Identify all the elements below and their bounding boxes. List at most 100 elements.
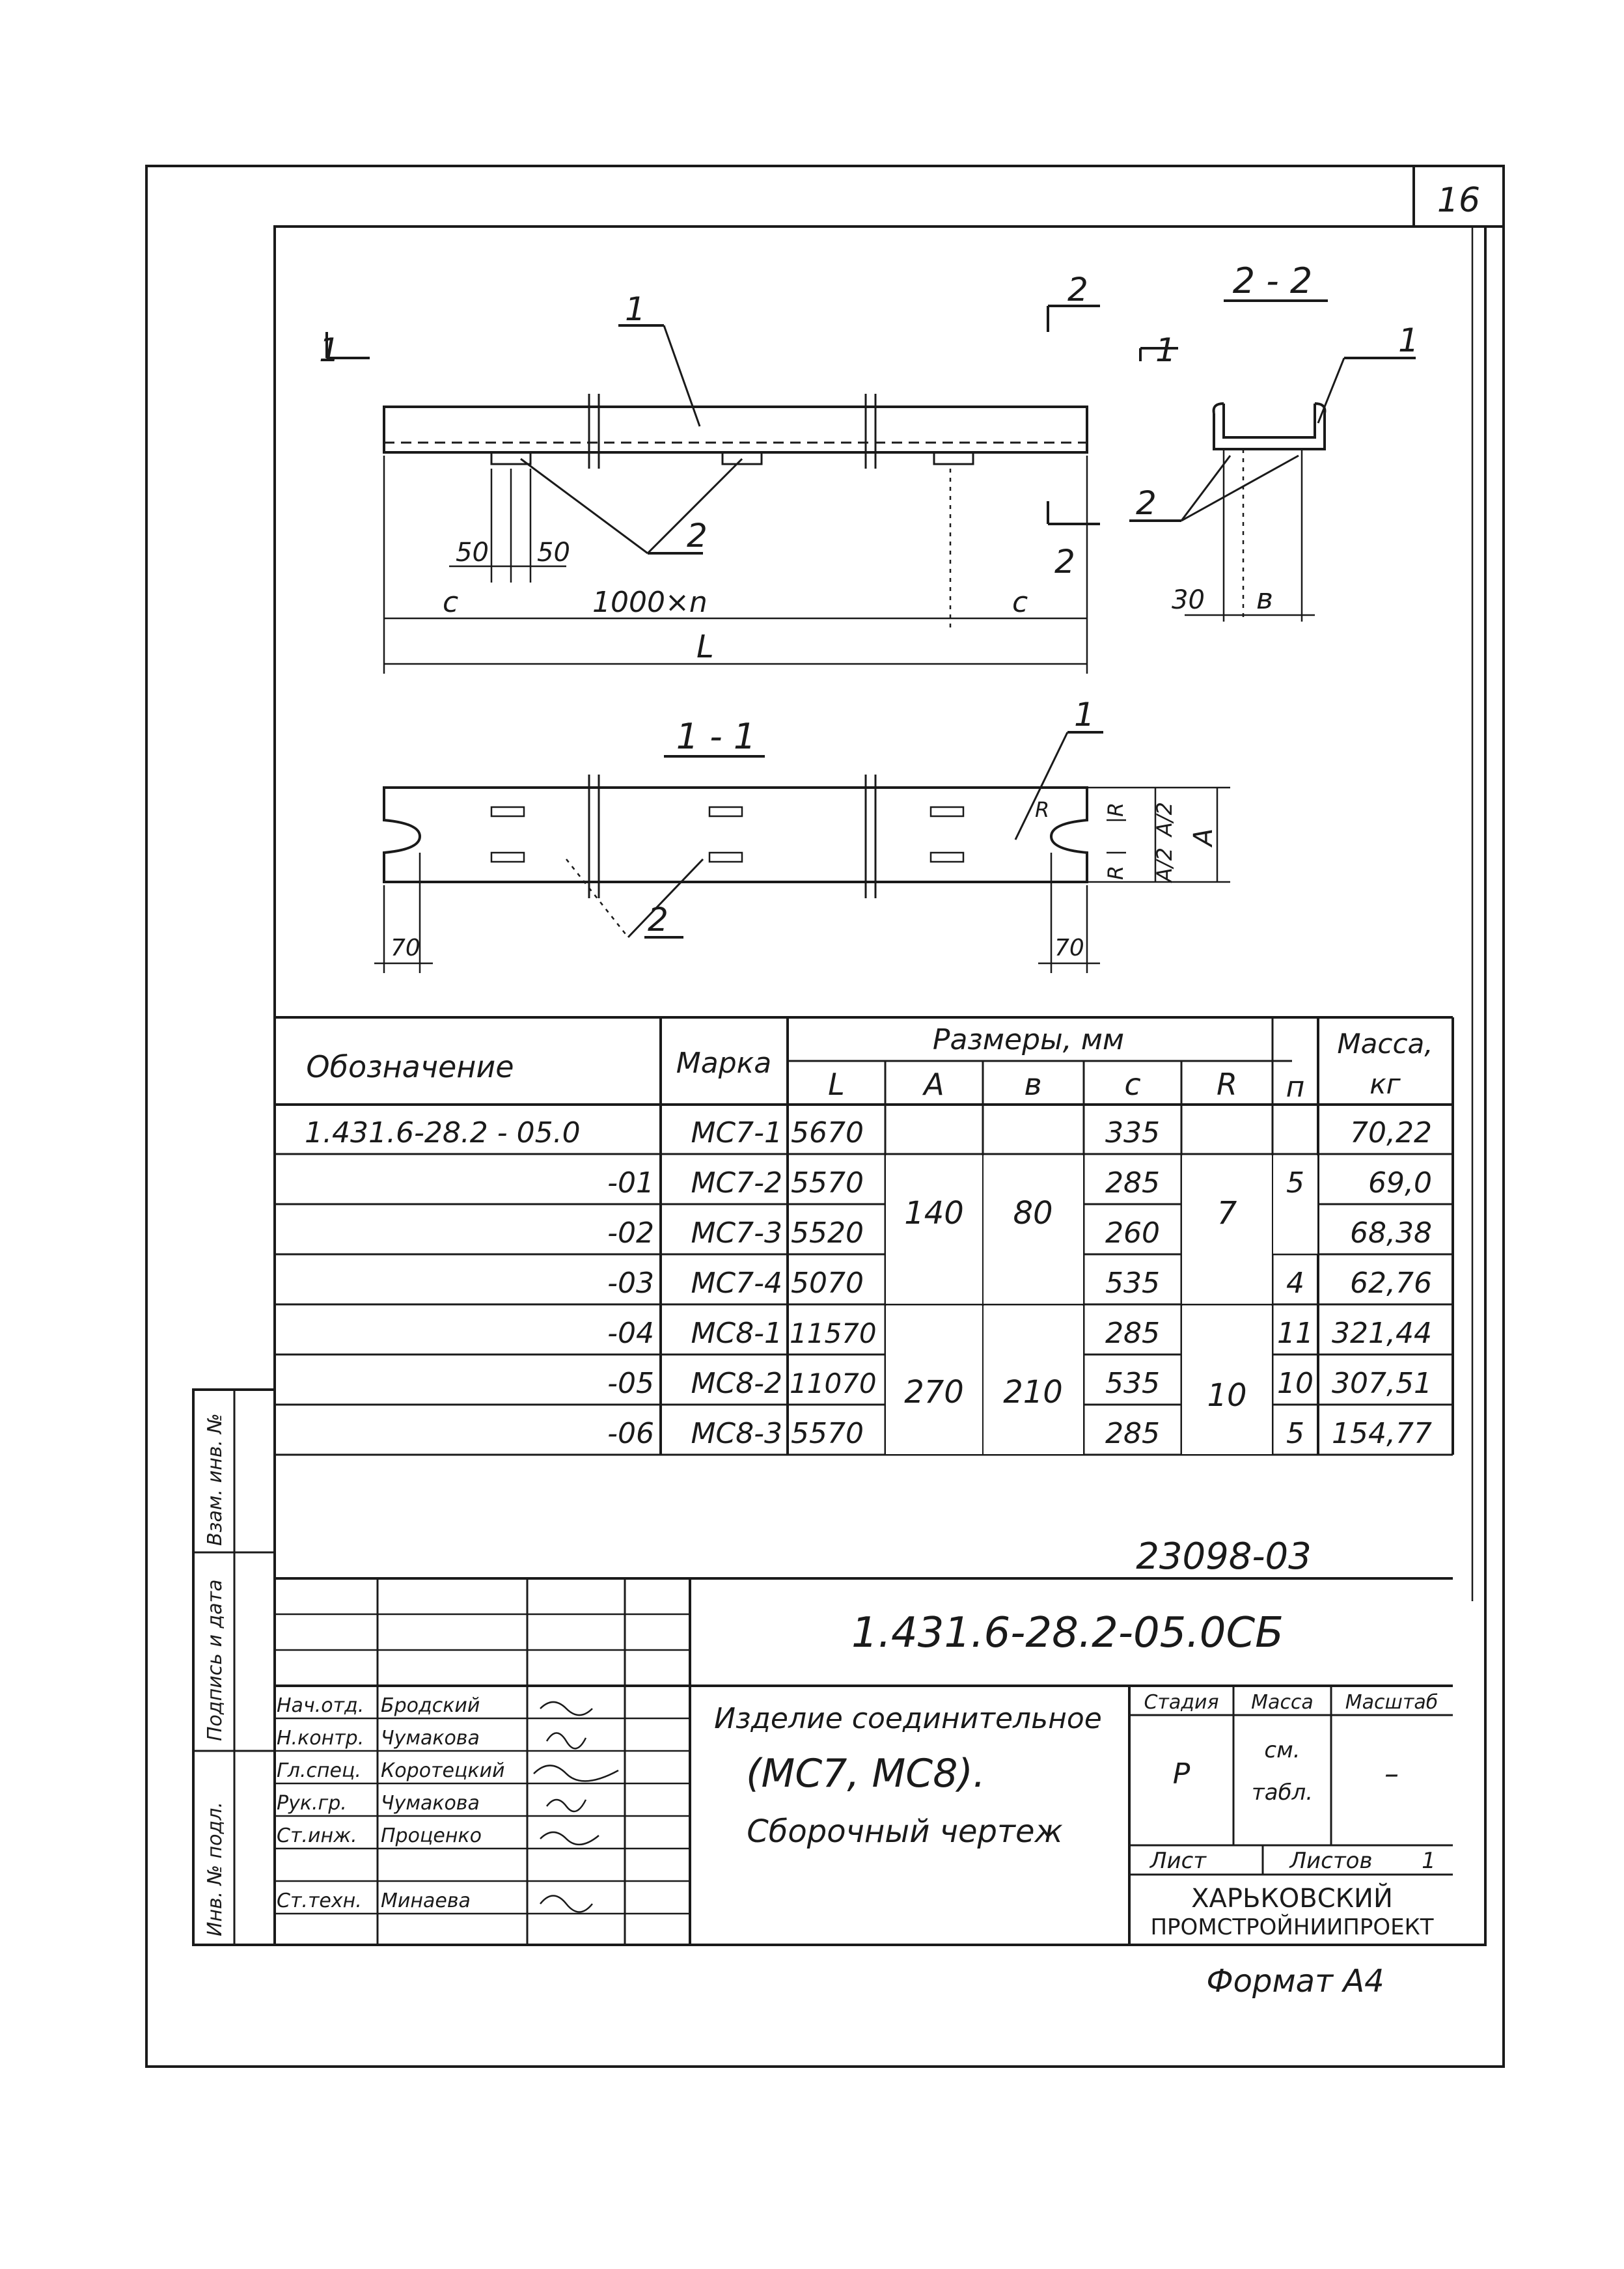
- section-1-1-title: 1 - 1: [676, 716, 756, 757]
- signature-name: Чумакова: [381, 1792, 480, 1815]
- section-mark-1-right: 1: [1155, 331, 1176, 369]
- cell-C: 535: [1105, 1367, 1160, 1400]
- cell-L: 11570: [790, 1317, 877, 1349]
- org-line1: ХАРЬКОВСКИЙ: [1191, 1882, 1393, 1914]
- doc-title-line2: (МС7, МС8).: [746, 1751, 985, 1796]
- cell-C: 285: [1105, 1166, 1160, 1200]
- section-2-2-dim-30: 30: [1172, 585, 1205, 615]
- cell-mass: 69,0: [1368, 1166, 1432, 1200]
- signature-scribble: [533, 1765, 619, 1782]
- cell-L: 5520: [791, 1217, 864, 1250]
- section-2-2-title: 2 - 2: [1233, 260, 1313, 301]
- side-stamp-inv-orig: Инв. № подл.: [204, 1802, 227, 1936]
- table-row: -01 МС7-2 5570 285 69,0: [607, 1166, 1432, 1200]
- side-stamp-sign-date: Подпись и дата: [204, 1580, 227, 1742]
- signature-row: Нач.отд. Бродский: [277, 1694, 593, 1717]
- signature-row: Рук.гр. Чумакова: [277, 1792, 587, 1815]
- cell-mark: МС8-3: [691, 1417, 782, 1450]
- cell-A-merged-2: 270: [904, 1374, 964, 1410]
- dim-50-right: 50: [537, 538, 570, 568]
- section-1-1-A: A: [1189, 829, 1218, 848]
- table-row: 1.431.6-28.2 - 05.0 МС7-1 5670 335 70,22: [305, 1116, 1432, 1149]
- cell-B-merged-2: 210: [1003, 1374, 1063, 1410]
- col-sizes-header: Размеры, мм: [933, 1023, 1124, 1056]
- table-row: -06 МС8-3 5570 285 5 154,77: [607, 1417, 1432, 1450]
- table-row: -03 МС7-4 5070 535 4 62,76: [607, 1267, 1432, 1300]
- section-1-1: [374, 731, 1230, 973]
- side-stamp-inv-replace: Взам. инв. №: [204, 1413, 227, 1546]
- dim-1000n: 1000×n: [592, 586, 708, 619]
- signature-scribble: [540, 1895, 593, 1913]
- section-mark-1-left: 1: [319, 331, 340, 369]
- mass-value-1: см.: [1264, 1737, 1300, 1763]
- signature-role: Гл.спец.: [277, 1759, 361, 1782]
- signature-name: Проценко: [381, 1824, 482, 1847]
- signature-scribble: [540, 1831, 599, 1845]
- cell-C: 285: [1105, 1317, 1160, 1350]
- inner-frame: [273, 225, 1487, 1946]
- col-mass-header: Масса,: [1337, 1028, 1433, 1060]
- cell-L: 5570: [791, 1166, 864, 1200]
- cell-designation: -02: [607, 1217, 654, 1250]
- signature-row: Ст.инж. Проценко: [277, 1824, 599, 1847]
- doc-title-line3: Сборочный чертеж: [747, 1813, 1063, 1850]
- scale-value: –: [1384, 1757, 1399, 1791]
- cell-B-merged-1: 80: [1013, 1195, 1053, 1231]
- signature-row: Гл.спец. Коротецкий: [277, 1759, 619, 1782]
- table-row: -04 МС8-1 11570 285 11 321,44: [607, 1317, 1432, 1350]
- doc-code: 1.431.6-28.2-05.0СБ: [851, 1609, 1284, 1657]
- main-view: [325, 305, 1178, 674]
- section-2-2-part-1: 1: [1398, 322, 1419, 359]
- cell-mass: 307,51: [1332, 1367, 1432, 1400]
- sheets-value: 1: [1422, 1848, 1436, 1874]
- table-row: -05 МС8-2 11070 535 10 307,51: [607, 1367, 1432, 1400]
- cell-mark: МС8-1: [691, 1317, 782, 1350]
- dim-c-right: c: [1012, 586, 1028, 619]
- mass-label: Масса: [1251, 1691, 1314, 1714]
- cell-n-merged-1: 5: [1286, 1166, 1304, 1200]
- cell-mass: 68,38: [1350, 1217, 1432, 1250]
- cell-mark: МС7-2: [691, 1166, 782, 1200]
- section-1-1-R3: R: [1103, 866, 1128, 880]
- dim-50-left: 50: [456, 538, 489, 568]
- cell-C: 260: [1105, 1217, 1160, 1250]
- table-row: -02 МС7-3 5520 260 68,38: [607, 1217, 1432, 1250]
- col-designation-header: Обозначение: [306, 1049, 514, 1084]
- signature-role: Рук.гр.: [277, 1792, 347, 1815]
- col-C-header: c: [1124, 1067, 1140, 1102]
- scale-label: Масштаб: [1345, 1691, 1438, 1714]
- signature-row: Н.контр. Чумакова: [277, 1727, 587, 1750]
- section-2-2-dim-b: в: [1256, 583, 1273, 616]
- stage-value: Р: [1173, 1757, 1190, 1791]
- section-1-1-A2-bottom: A/2: [1152, 847, 1177, 883]
- signature-name: Минаева: [381, 1890, 471, 1912]
- format-label: Формат А4: [1206, 1963, 1384, 2000]
- sheet-label: Лист: [1149, 1848, 1207, 1874]
- cell-designation: -06: [607, 1417, 654, 1450]
- cell-C: 335: [1105, 1116, 1160, 1149]
- cell-n: 5: [1286, 1417, 1304, 1450]
- cell-mark: МС7-4: [691, 1267, 782, 1300]
- org-line2: ПРОМСТРОЙНИИПРОЕКТ: [1150, 1914, 1433, 1940]
- cell-n: 11: [1277, 1317, 1314, 1350]
- cell-A-merged-1: 140: [904, 1195, 964, 1231]
- part-2-label: 2: [687, 517, 708, 555]
- col-A-header: A: [922, 1067, 944, 1102]
- section-1-1-part-2: 2: [648, 901, 668, 939]
- dim-L: L: [696, 629, 714, 665]
- beam-body: [383, 406, 1088, 454]
- cell-mass: 62,76: [1350, 1267, 1432, 1300]
- cell-designation: -01: [607, 1166, 654, 1200]
- cell-mark: МС8-2: [691, 1367, 782, 1400]
- cell-C: 285: [1105, 1417, 1160, 1450]
- stage-label: Стадия: [1144, 1691, 1218, 1714]
- signature-scribble: [546, 1798, 587, 1813]
- cell-n: 4: [1286, 1267, 1304, 1300]
- col-L-header: L: [828, 1067, 845, 1102]
- dim-c-left: c: [443, 586, 458, 619]
- doc-title-line1: Изделие соединительное: [714, 1702, 1102, 1735]
- section-1-1-dim-70-left: 70: [391, 935, 420, 961]
- signature-name: Чумакова: [381, 1727, 480, 1750]
- col-n-header: п: [1286, 1071, 1305, 1104]
- section-1-1-R1: R: [1035, 797, 1049, 822]
